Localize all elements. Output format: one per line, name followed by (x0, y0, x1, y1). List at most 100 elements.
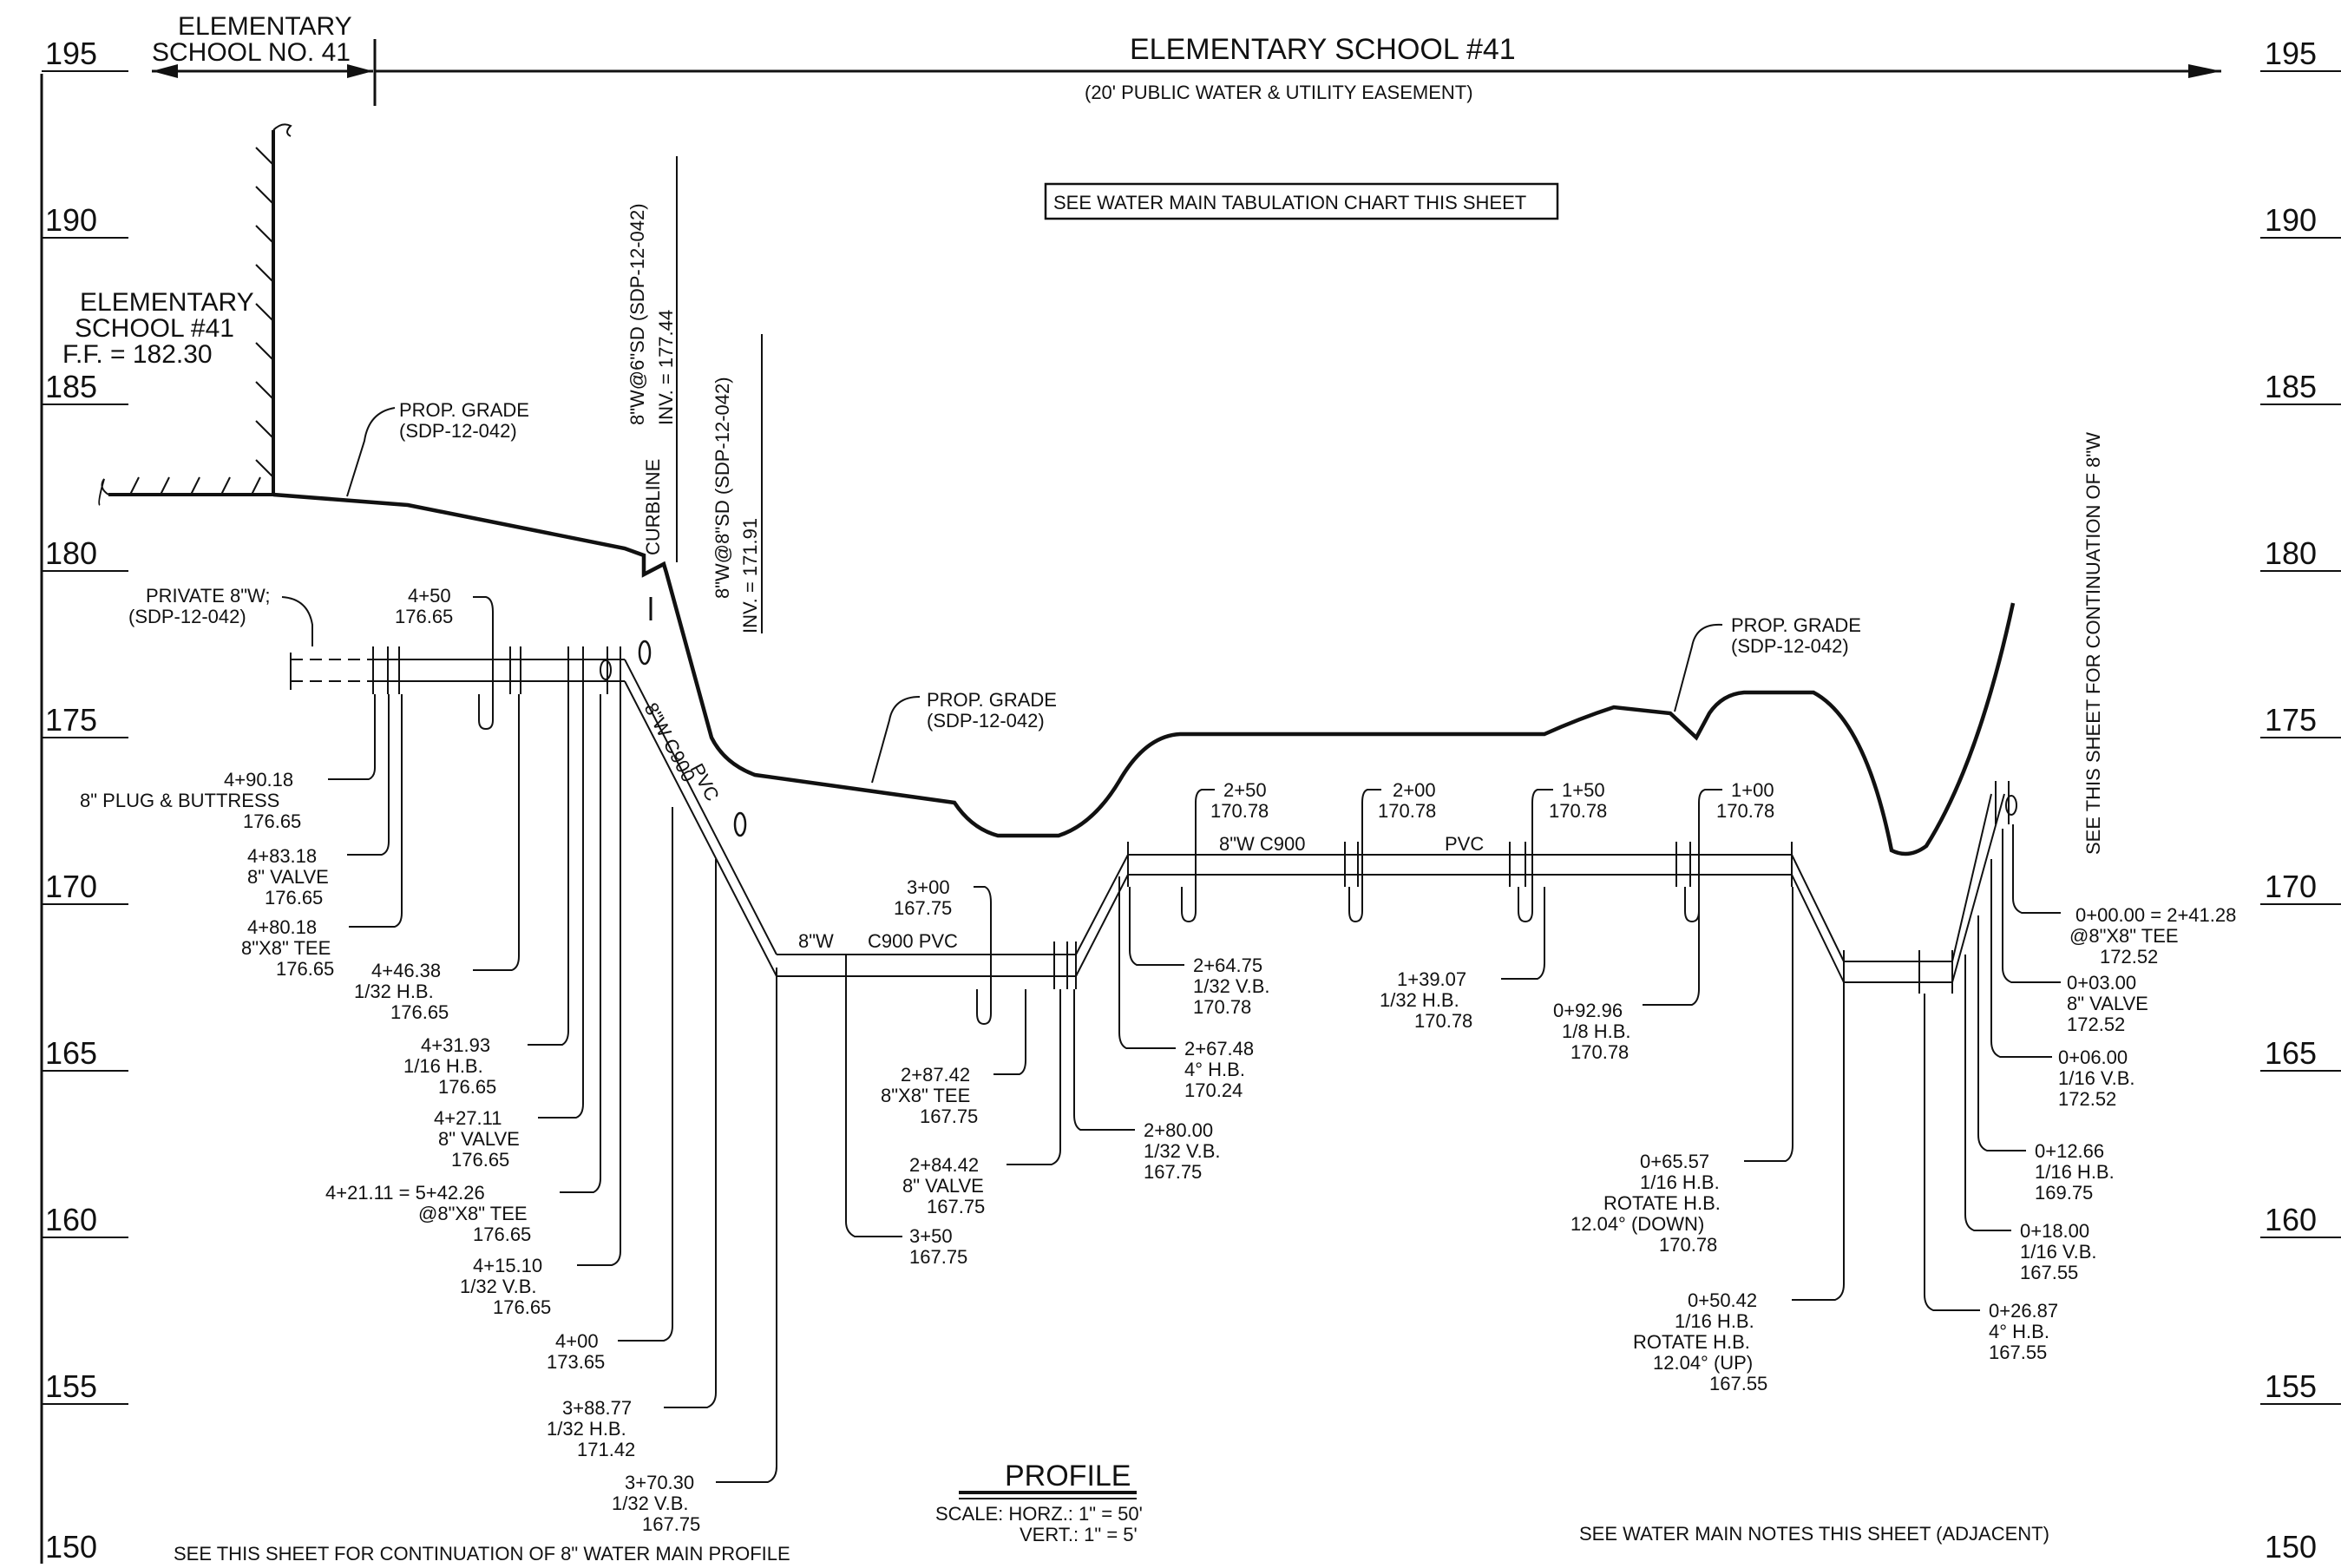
proposed-grade-line (272, 492, 2016, 856)
callout-line: 0+92.96 (1553, 1000, 1623, 1021)
right-elevation-scale: 195 190 185 180 175 170 165 160 155 150 (2260, 36, 2341, 1565)
callouts-middle: 2+87.42 8"X8" TEE 167.75 2+84.42 8" VALV… (845, 876, 1700, 1268)
elev-label: 180 (45, 535, 97, 571)
elev-label: 175 (45, 702, 97, 738)
grade-leader-2 (871, 696, 921, 784)
pipe-drop-bottom (624, 680, 777, 977)
callout-line: 2+84.42 (909, 1154, 979, 1176)
callout-leader (1990, 859, 2052, 1058)
pipe-rise2-top (1951, 793, 1992, 962)
callout-line: 4+83.18 (247, 845, 317, 867)
storm-drain-6in-crossing-icon (638, 640, 652, 666)
main-school-label: ELEMENTARY SCHOOL #41 (1130, 33, 1516, 66)
callout-line: 2+80.00 (1144, 1119, 1213, 1141)
callout-line: 170.78 (1193, 996, 1251, 1018)
continuation-left-note: SEE THIS SHEET FOR CONTINUATION OF 8" WA… (174, 1543, 790, 1564)
callout-leader (993, 989, 1026, 1075)
tabulation-note-box (1044, 182, 1559, 220)
callout-line: 2+67.48 (1184, 1038, 1254, 1060)
grade-label-2-line1: PROP. GRADE (927, 689, 1057, 711)
callout-line: 4+27.11 (434, 1107, 502, 1129)
callout-leader (328, 694, 376, 780)
callout-line: 1/16 H.B. (1675, 1310, 1754, 1332)
sd8-label-line2: INV. = 171.91 (739, 518, 761, 633)
callout-line: 167.75 (927, 1196, 985, 1217)
callout-line: 167.75 (642, 1513, 700, 1535)
private-pipe-label-line2: (SDP-12-042) (128, 606, 246, 627)
callout-line: 8"X8" TEE (241, 937, 331, 959)
callout-line: 3+50 (909, 1225, 953, 1247)
callout-2-64-75: 2+64.75 1/32 V.B. 170.78 (1129, 887, 1269, 1018)
callout-line: 1/32 V.B. (1193, 975, 1269, 997)
callout-line: 4+80.18 (247, 916, 317, 938)
station-elev: 170.78 (1716, 800, 1774, 822)
callout-line: @8"X8" TEE (2069, 925, 2179, 947)
callout-line: 0+12.66 (2035, 1140, 2104, 1162)
tee-fitting-icon (2005, 795, 2017, 816)
callout-line: 176.65 (243, 810, 301, 832)
callout-line: 170.78 (1659, 1234, 1717, 1256)
callout-leader (1977, 915, 2026, 1151)
station-hook-leader (1684, 789, 1722, 923)
callout-4-27-11: 4+27.11 8" VALVE 176.65 (434, 694, 584, 1171)
callout-line: 0+03.00 (2067, 972, 2136, 994)
elev-label: 185 (45, 369, 97, 404)
arrowhead-left-icon (152, 64, 178, 78)
station-elev: 170.78 (1210, 800, 1269, 822)
callout-0-12-66: 0+12.66 1/16 H.B. 169.75 (1977, 915, 2115, 1204)
station-hook-leader (974, 886, 992, 1026)
callout-line: 0+65.57 (1640, 1151, 1709, 1172)
callout-leader (577, 686, 621, 1266)
wall-hatching (255, 147, 274, 478)
sd8-label-line1: 8"W@8"SD (SDP-12-042) (711, 377, 733, 599)
private-pipe-label-line1: PRIVATE 8"W; (146, 585, 271, 607)
callout-4-90-18: 4+90.18 8" PLUG & BUTTRESS 176.65 (80, 694, 376, 832)
arrowhead-right-icon (2188, 64, 2221, 78)
callout-line: 8" VALVE (247, 866, 329, 888)
pipe-drop2-bottom (1791, 874, 1845, 983)
low-pipe-label-a: 8"W (798, 930, 834, 952)
callout-line: 1/32 H.B. (1380, 989, 1459, 1011)
private-pipe-leader (281, 596, 313, 646)
low-pipe-label-b: C900 PVC (868, 930, 958, 952)
water-main-notes-reference: SEE WATER MAIN NOTES THIS SHEET (ADJACEN… (1579, 1523, 2049, 1545)
callout-line: 1/16 V.B. (2058, 1067, 2134, 1089)
callout-line: 167.75 (920, 1105, 978, 1127)
pipe-rise-top (1075, 854, 1129, 955)
callout-line: 8"X8" TEE (881, 1085, 970, 1106)
station-elev: 170.78 (1378, 800, 1436, 822)
station-hook-leader (1348, 789, 1381, 923)
grade-leader-1 (346, 407, 396, 497)
left-school-label-line2: SCHOOL NO. 41 (152, 38, 351, 67)
callout-line: 172.52 (2067, 1014, 2125, 1035)
callout-line: 171.42 (577, 1439, 635, 1460)
building-label-line3: F.F. = 182.30 (62, 340, 213, 369)
callout-line: ROTATE H.B. (1603, 1192, 1721, 1214)
mid-pipe-label-a: 8"W C900 (1219, 833, 1306, 855)
easement-label: (20' PUBLIC WATER & UTILITY EASEMENT) (1085, 82, 1473, 103)
callout-0-18-00: 0+18.00 1/16 V.B. 167.55 (1964, 955, 2096, 1283)
building-label-line2: SCHOOL #41 (75, 314, 234, 343)
callout-leader (845, 955, 902, 1237)
callouts-left: 4+90.18 8" PLUG & BUTTRESS 176.65 4+83.1… (80, 686, 777, 1535)
header-annotations: ELEMENTARY SCHOOL NO. 41 ELEMENTARY SCHO… (152, 12, 2221, 220)
elev-label: 155 (2265, 1368, 2317, 1404)
callout-3-88-77: 3+88.77 1/32 H.B. 171.42 (547, 859, 717, 1460)
callout-line: 4+90.18 (224, 769, 293, 791)
callout-line: 176.65 (276, 958, 334, 980)
callout-0-06-00: 0+06.00 1/16 V.B. 172.52 (1990, 859, 2134, 1110)
break-symbol-icon (98, 478, 109, 506)
elev-label: 180 (2265, 535, 2317, 571)
callout-line: 4° H.B. (1184, 1059, 1245, 1080)
callout-leader (528, 694, 569, 1046)
elev-label: 155 (45, 1368, 97, 1404)
callout-line: 0+00.00 = 2+41.28 (2075, 904, 2236, 926)
callout-0-03-00: 0+03.00 8" VALVE 172.52 (2002, 829, 2148, 1035)
callout-leader (1643, 887, 1700, 1006)
callout-0-65-57: 0+65.57 1/16 H.B. ROTATE H.B. 12.04° (DO… (1571, 887, 1793, 1256)
arrowhead-right-icon (347, 64, 373, 78)
station-elev: 170.78 (1549, 800, 1607, 822)
callout-line: @8"X8" TEE (418, 1203, 528, 1224)
